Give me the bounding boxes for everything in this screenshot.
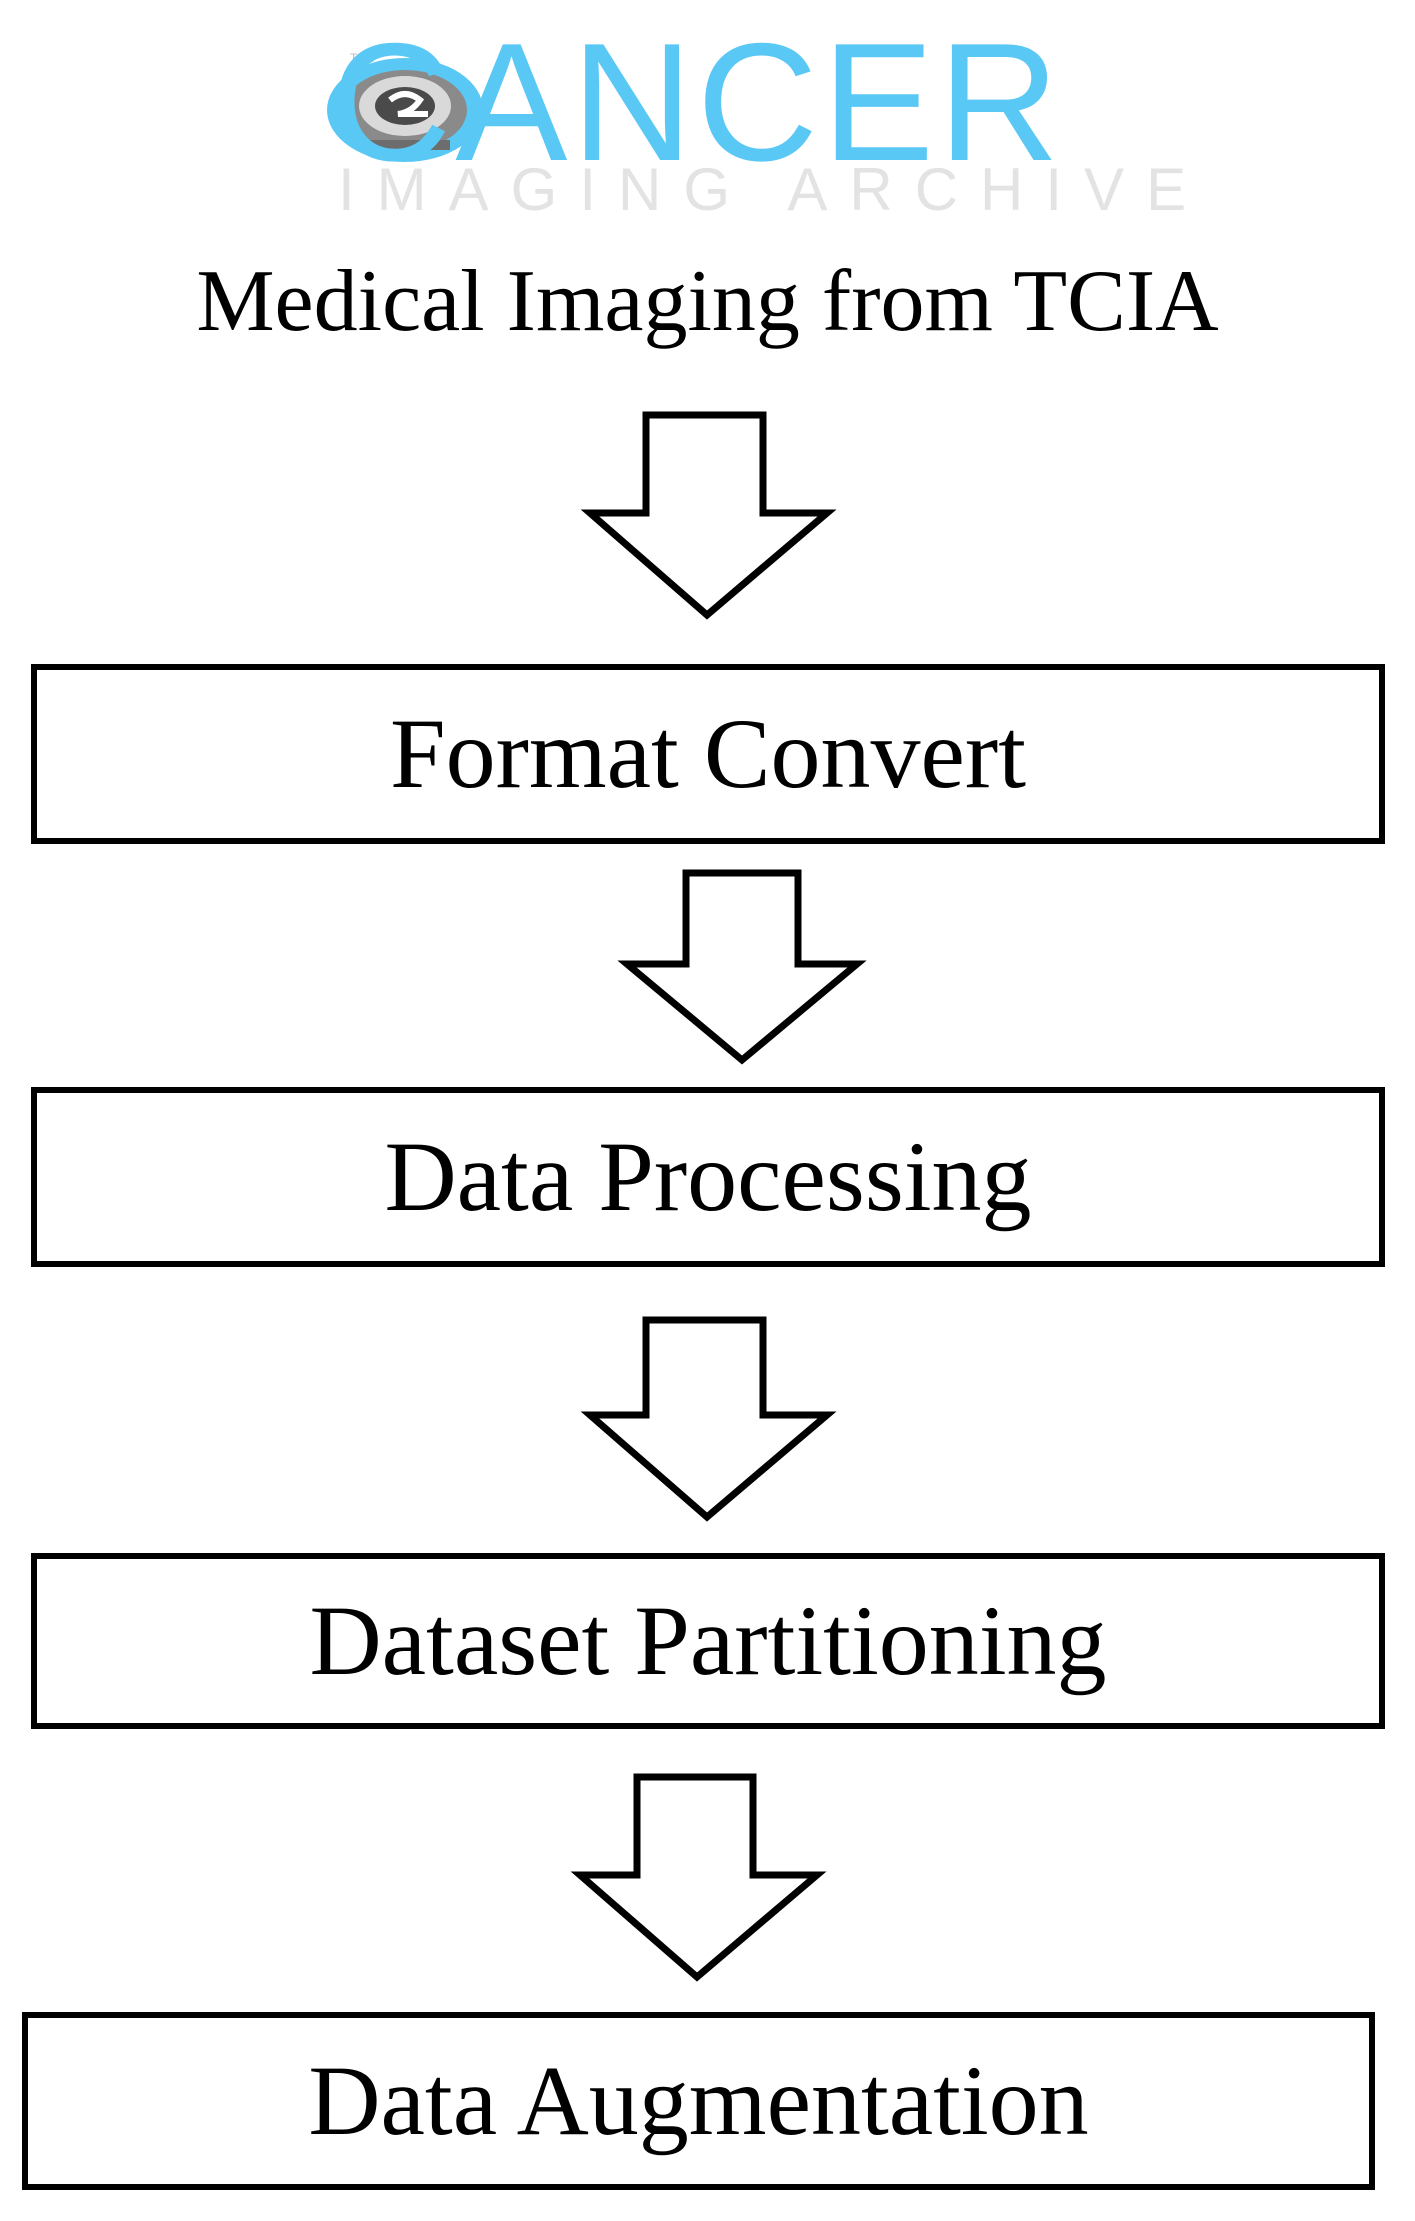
step-data-augmentation: Data Augmentation [22,2012,1375,2190]
step-label: Format Convert [389,698,1027,809]
step-label: Data Processing [384,1121,1032,1232]
step-format-convert: Format Convert [31,664,1385,844]
logo-wordmark: CANCER [330,8,1064,196]
step-data-processing: Data Processing [31,1087,1385,1267]
down-arrow-icon [580,411,837,620]
down-arrow-icon [617,869,867,1065]
step-label: Data Augmentation [308,2045,1089,2156]
down-arrow-icon [580,1316,837,1522]
scanner-emblem-icon: THE [327,51,483,162]
logo-small-text: THE [350,51,374,65]
step-label: Dataset Partitioning [309,1585,1107,1696]
logo-tagline: IMAGING ARCHIVE [338,156,1209,223]
down-arrow-icon [570,1773,827,1982]
source-title: Medical Imaging from TCIA [196,253,1219,350]
step-dataset-partitioning: Dataset Partitioning [31,1553,1385,1729]
tcia-logo: THE CANCER IMAGING ARCHIVE [0,0,1415,240]
